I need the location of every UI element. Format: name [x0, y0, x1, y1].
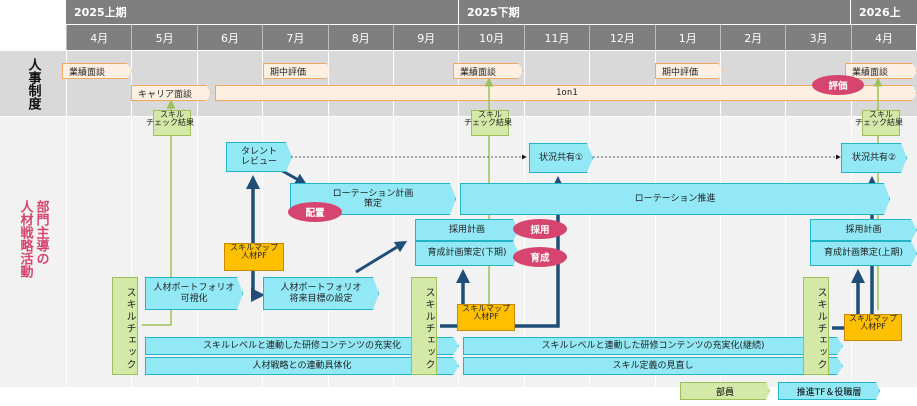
skill-check-result-flag-oct: スキルチェック結果 [464, 110, 512, 136]
training-content-bar-1: スキルレベルと連動した研修コンテンツの充実化 [145, 337, 459, 355]
month-header-12: 4月 [850, 25, 917, 50]
skillmap-flag-oct: スキルマップ人材PF [457, 304, 515, 331]
skill-definition-review-bar: スキル定義の見直し [463, 357, 843, 375]
training-content-bar-2: スキルレベルと連動した研修コンテンツの充実化(継続) [463, 337, 843, 355]
skillmap-text-line2: 人材PF [473, 312, 499, 321]
training-plan-upper: 育成計画策定(上期) [810, 241, 917, 266]
status-share-1: 状況共有① [529, 143, 593, 173]
month-header-9: 1月 [654, 25, 720, 50]
flag-text-line2: チェック結果 [146, 118, 194, 127]
strategy-link-bar: 人材戦略との連動具体化 [145, 357, 459, 375]
grid-line [196, 51, 198, 387]
rotation-promotion: ローテーション推進 [460, 183, 890, 215]
skillmap-text-line2: 人材PF [241, 251, 267, 260]
grid-line [720, 51, 721, 387]
grid-line [589, 51, 591, 387]
skill-check-result-flag-may: スキルチェック結果 [146, 110, 194, 136]
performance-interview-oct: 業績面談 [453, 63, 523, 79]
portfolio-target: 人材ポートフォリオ 将来目標の設定 [263, 277, 379, 310]
status-share-2: 状況共有② [841, 143, 907, 173]
flag-text-line2: チェック結果 [855, 118, 903, 127]
career-interview: キャリア面談 [131, 85, 211, 101]
flag-text-line1: スキル [478, 110, 502, 119]
skillmap-text-line2: 人材PF [860, 322, 886, 331]
month-header-7: 11月 [523, 25, 590, 50]
hiring-plan-oct: 採用計画 [415, 219, 519, 241]
training-plan-lower: 育成計画策定(下期) [415, 241, 519, 266]
skillmap-text-line1: スキルマップ [849, 314, 897, 323]
grid-line [654, 51, 656, 387]
month-header-0: 4月 [66, 25, 132, 50]
month-header-8: 12月 [589, 25, 655, 50]
month-header-2: 6月 [196, 25, 263, 50]
month-header-11: 3月 [785, 25, 851, 50]
row-label-dept-line2: 人材戦略活動 [17, 200, 33, 278]
grid-line [523, 51, 525, 387]
talent-review: タレント レビュー [226, 142, 292, 172]
grid-line [262, 51, 264, 387]
flag-text-line1: スキル [869, 110, 893, 119]
grid-line [785, 51, 787, 387]
hiring-badge: 採用 [513, 219, 567, 239]
skillmap-text-line1: スキルマップ [230, 243, 278, 252]
midterm-eval-jan: 期中評価 [655, 63, 723, 79]
skill-check-mar: スキルチェック [803, 277, 829, 375]
portfolio-visualize: 人材ポートフォリオ 可視化 [145, 277, 243, 310]
flag-text-line2: チェック結果 [464, 118, 512, 127]
month-header-1: 5月 [131, 25, 197, 50]
placement-badge: 配置 [288, 202, 342, 222]
skillmap-flag-jun: スキルマップ人材PF [224, 243, 284, 271]
month-header-6: 10月 [458, 25, 524, 50]
skillmap-text-line1: スキルマップ [462, 304, 510, 313]
one-on-one-bar: 1on1 [215, 85, 917, 101]
flag-text-line1: スキル [160, 110, 184, 119]
period-header-2025-second: 2025下期 [459, 0, 850, 24]
skill-check-result-flag-apr: スキルチェック結果 [855, 110, 903, 136]
grid-line [393, 51, 394, 387]
grid-line [131, 51, 133, 387]
month-header-4: 8月 [327, 25, 393, 50]
skill-check-may: スキルチェック [112, 277, 138, 375]
grid-line [66, 51, 67, 387]
period-header-2025-first: 2025上期 [66, 0, 458, 24]
row-label-hr-system: 人事制度 [25, 58, 41, 110]
month-header-5: 9月 [393, 25, 459, 50]
performance-interview-apr: 業績面談 [62, 63, 132, 79]
month-header-3: 7月 [262, 25, 328, 50]
skillmap-flag-apr: スキルマップ人材PF [844, 314, 902, 341]
skill-check-oct: スキルチェック [411, 277, 437, 375]
legend-staff: 部員 [680, 382, 770, 400]
month-header-10: 2月 [720, 25, 786, 50]
period-header-2026-first: 2026上 [851, 0, 917, 24]
legend-promotion-tf: 推進TF＆役職層 [778, 382, 880, 400]
row-label-dept-line1: 部門主導の [33, 200, 49, 265]
midterm-eval-jul: 期中評価 [263, 63, 331, 79]
evaluation-badge: 評価 [812, 75, 864, 95]
training-badge: 育成 [513, 247, 567, 267]
performance-interview-apr-next: 業績面談 [845, 63, 917, 79]
hiring-plan-apr: 採用計画 [810, 219, 917, 241]
